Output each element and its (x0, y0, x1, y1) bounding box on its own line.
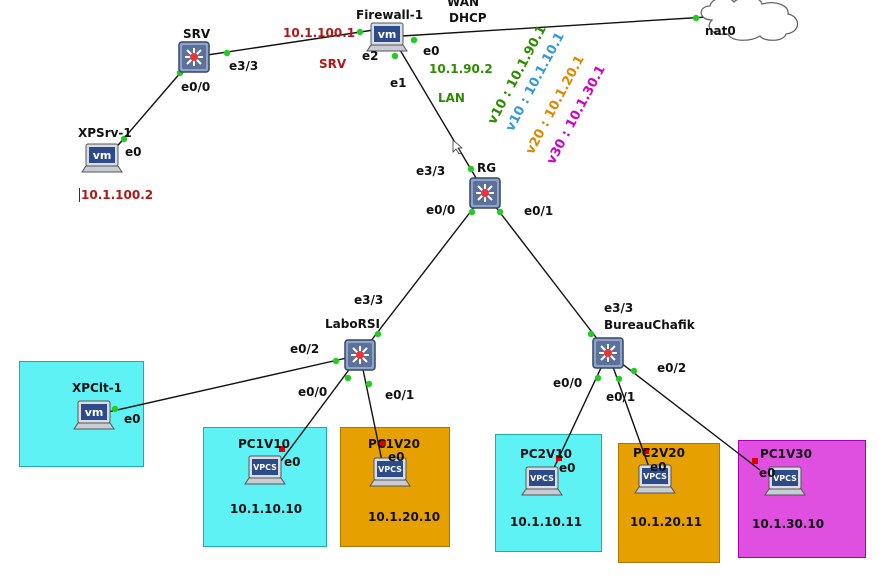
link-lan-ip: 10.1.90.2 (429, 62, 493, 76)
mouse-cursor-icon (452, 139, 464, 155)
port-pc1v20-e0: e0 (388, 450, 405, 464)
label-nat: nat0 (705, 24, 736, 38)
port-srv-e33: e3/3 (229, 59, 259, 73)
link-srv-ip: 10.1.100.1 (283, 26, 356, 40)
port-rg-e01: e0/1 (524, 204, 554, 218)
label-firewall: Firewall-1 (356, 8, 424, 22)
label-rg: RG (477, 161, 497, 175)
port-dots-red (279, 440, 758, 464)
ip-pc2v10: 10.1.10.11 (510, 515, 583, 529)
label-pc1v20: PC1V20 (368, 437, 420, 451)
vpcs-text: VPCS (643, 472, 667, 481)
vm-text: vm (85, 406, 104, 419)
bureau-switch-icon[interactable] (592, 337, 624, 369)
ip-xpsrv: 10.1.100.2 (79, 188, 154, 202)
cloud-icon[interactable] (700, 0, 799, 41)
link-srv-net: SRV (319, 57, 347, 71)
port-bur-e33: e3/3 (604, 301, 634, 315)
port-rg-e33: e3/3 (416, 164, 446, 178)
link-lan-net: LAN (438, 91, 465, 105)
zone-pc2v20 (618, 443, 720, 563)
port-bur-e02: e0/2 (657, 361, 687, 375)
label-pc2v10: PC2V10 (520, 447, 572, 461)
port-labo-e00: e0/0 (298, 385, 328, 399)
port-rg-e00: e0/0 (426, 203, 456, 217)
port-pc2v20-e0: e0 (650, 460, 667, 474)
vpcs-text: VPCS (530, 474, 554, 483)
port-srv-e00: e0/0 (181, 80, 211, 94)
vm-text: vm (378, 28, 397, 41)
label-xpclt: XPClt-1 (72, 381, 123, 395)
pc1v10-icon[interactable]: VPCS (244, 455, 286, 485)
vpcs-text: VPCS (253, 463, 277, 472)
label-srv: SRV (183, 27, 211, 41)
vm-text: vm (93, 149, 112, 162)
zone-pc1v20 (340, 427, 450, 547)
firewall-icon[interactable]: vm (366, 22, 408, 52)
ip-pc1v30: 10.1.30.10 (752, 517, 825, 531)
zone-pc1v30 (738, 440, 866, 558)
port-fw-e2: e2 (362, 49, 379, 63)
xpclt-icon[interactable]: vm (73, 400, 115, 430)
xpsrv-icon[interactable]: vm (81, 143, 123, 173)
labo-switch-icon[interactable] (344, 339, 376, 371)
pc1v20-icon[interactable]: VPCS (369, 457, 411, 487)
port-bur-e01: e0/1 (606, 390, 636, 404)
ip-pc1v20: 10.1.20.10 (368, 510, 441, 524)
ip-pc1v10: 10.1.10.10 (230, 502, 303, 516)
label-pc2v20: PC2V20 (633, 446, 685, 460)
ip-pc2v20: 10.1.20.11 (630, 515, 703, 529)
pc2v20-icon[interactable]: VPCS (634, 464, 676, 494)
pc2v10-icon[interactable]: VPCS (521, 466, 563, 496)
label-labo: LaboRSI (325, 317, 380, 331)
vpcs-text: VPCS (378, 465, 402, 474)
rg-switch-icon[interactable] (469, 177, 501, 209)
label-xpsrv: XPSrv-1 (78, 126, 132, 140)
srv-switch-icon[interactable] (178, 41, 210, 73)
label-dhcp: DHCP (449, 11, 487, 25)
pc1v30-icon[interactable]: VPCS (764, 466, 806, 496)
port-xpsrv-e0: e0 (125, 145, 142, 159)
label-wan: WAN (447, 0, 480, 9)
link-dots (111, 14, 700, 413)
port-labo-e33: e3/3 (354, 293, 384, 307)
port-pc2v10-e0: e0 (559, 461, 576, 475)
port-labo-e01: e0/1 (385, 388, 415, 402)
port-pc1v10-e0: e0 (284, 455, 301, 469)
port-fw-e0: e0 (423, 44, 440, 58)
port-fw-e1: e1 (390, 76, 407, 90)
label-pc1v10: PC1V10 (238, 437, 290, 451)
label-pc1v30: PC1V30 (760, 447, 812, 461)
zone-pc1v10 (203, 427, 327, 547)
port-labo-e02: e0/2 (290, 342, 320, 356)
port-pc1v30-e0: e0 (759, 466, 776, 480)
port-xpclt-e0: e0 (124, 412, 141, 426)
label-bureau: BureauChafik (604, 318, 695, 332)
vpcs-text: VPCS (773, 474, 797, 483)
port-bur-e00: e0/0 (553, 376, 583, 390)
